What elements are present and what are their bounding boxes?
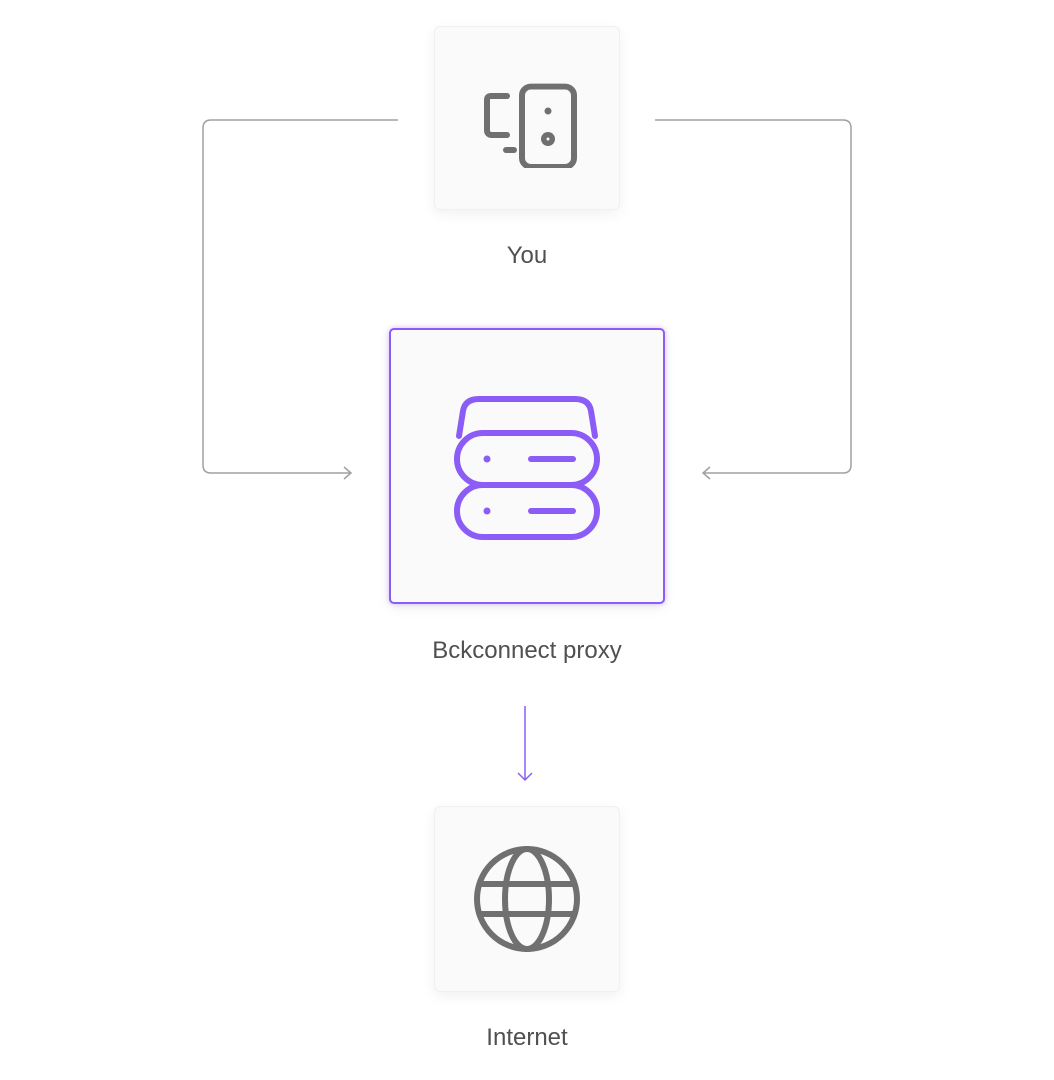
internet-label: Internet [486, 1024, 568, 1051]
proxy-label: Bckconnect proxy [432, 637, 622, 664]
down-arrowhead [517, 772, 533, 782]
you-node [434, 26, 620, 210]
devices-icon [484, 83, 577, 168]
you-label: You [506, 242, 548, 269]
server-icon [454, 396, 600, 540]
internet-node [434, 806, 620, 992]
left-arrowhead [343, 466, 353, 480]
proxy-node [389, 328, 665, 604]
left-connector [202, 119, 398, 474]
right-connector [655, 119, 852, 474]
right-arrowhead [701, 466, 711, 480]
globe-icon [474, 846, 580, 952]
